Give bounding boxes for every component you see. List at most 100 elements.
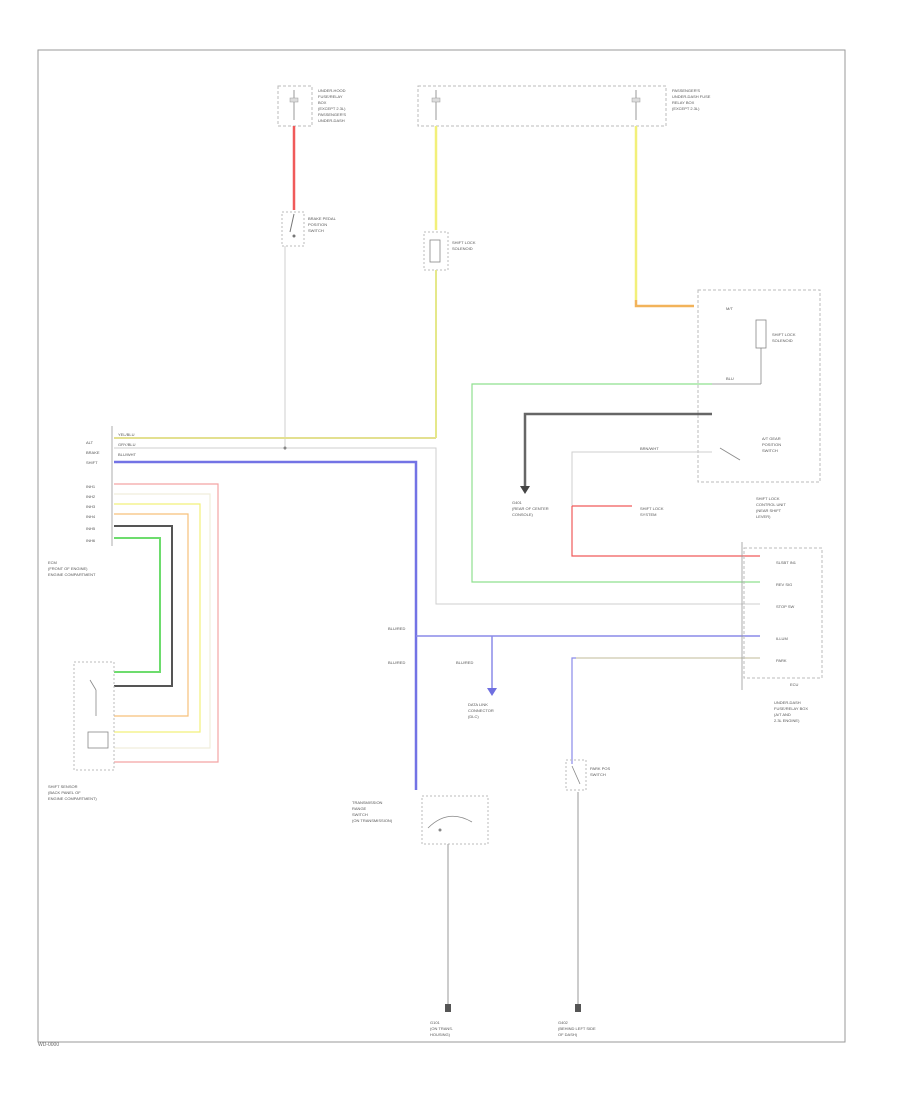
ecu-connector-right (743, 547, 823, 679)
svg-text:OF DASH): OF DASH) (558, 1032, 578, 1037)
svg-text:TRANSMISSION: TRANSMISSION (352, 800, 383, 805)
svg-text:INH4: INH4 (86, 514, 96, 519)
fuse-box-center: PASSENGER'S UNDER-DASH FUSE RELAY BOX (E… (417, 85, 711, 127)
fuse-box-left: UNDER-HOOD FUSE/RELAY BOX (EXCEPT 2.3L) … (277, 85, 346, 127)
svg-text:PARK: PARK (776, 658, 787, 663)
svg-text:(FRONT OF ENGINE): (FRONT OF ENGINE) (48, 566, 88, 571)
svg-text:M/T: M/T (726, 306, 733, 311)
svg-text:SHIFT LOCK: SHIFT LOCK (756, 496, 780, 501)
brake-switch: BRAKE PEDAL POSITION SWITCH (281, 211, 337, 247)
svg-text:(A/T AND: (A/T AND (774, 712, 791, 717)
svg-text:BLU/RED: BLU/RED (456, 660, 473, 665)
svg-text:SYSTEM: SYSTEM (640, 512, 656, 517)
svg-text:BRAKE: BRAKE (86, 450, 100, 455)
svg-text:(REAR OF CENTER: (REAR OF CENTER (512, 506, 549, 511)
svg-text:SWITCH: SWITCH (762, 448, 778, 453)
svg-text:ECM: ECM (48, 560, 57, 565)
wire-green-sensor (114, 537, 161, 673)
svg-text:SOLENOID: SOLENOID (452, 246, 473, 251)
svg-text:SHIFT LOCK: SHIFT LOCK (772, 332, 796, 337)
svg-text:DATA LINK: DATA LINK (468, 702, 488, 707)
svg-text:CONNECTOR: CONNECTOR (468, 708, 494, 713)
svg-text:ENGINE COMPARTMENT: ENGINE COMPARTMENT (48, 572, 96, 577)
svg-text:(ON TRANSMISSION): (ON TRANSMISSION) (352, 818, 393, 823)
svg-text:(EXCEPT 2.3L): (EXCEPT 2.3L) (318, 106, 346, 111)
wire-pink-sensor (114, 483, 219, 763)
relay-box-right: M/T SHIFT LOCK SOLENOID BLU A/T GEAR POS… (697, 289, 821, 519)
svg-text:UNDER-HOOD: UNDER-HOOD (318, 88, 346, 93)
svg-text:SOLENOID: SOLENOID (772, 338, 793, 343)
svg-text:POSITION: POSITION (308, 222, 327, 227)
parking-switch: PARK POS SWITCH (565, 759, 610, 791)
svg-text:SHIFT SENSOR: SHIFT SENSOR (48, 784, 78, 789)
svg-text:SHIFT LOCK: SHIFT LOCK (640, 506, 664, 511)
wire-blue-ecm (114, 460, 418, 790)
svg-text:PASSENGER'S: PASSENGER'S (318, 112, 346, 117)
svg-text:A/T GEAR: A/T GEAR (762, 436, 781, 441)
svg-text:LEVER): LEVER) (756, 514, 771, 519)
svg-text:INH3: INH3 (86, 504, 96, 509)
svg-text:CONSOLE): CONSOLE) (512, 512, 534, 517)
wire-black-sensor (114, 525, 173, 687)
transmission-range-switch: TRANSMISSION RANGE SWITCH (ON TRANSMISSI… (352, 795, 489, 845)
svg-text:STOP SW: STOP SW (776, 604, 795, 609)
svg-text:(DLC): (DLC) (468, 714, 479, 719)
svg-text:UNDER-DASH FUSE: UNDER-DASH FUSE (672, 94, 711, 99)
svg-text:ECU: ECU (790, 682, 799, 687)
footer-id: WD-0000 (38, 1042, 60, 1048)
wire-gray-ecm (114, 447, 760, 605)
svg-text:BLU: BLU (726, 376, 734, 381)
diagram-frame (37, 49, 846, 1043)
wire-gray-switch (571, 451, 712, 506)
svg-text:BLU/RED: BLU/RED (388, 626, 405, 631)
svg-text:INH6: INH6 (86, 538, 96, 543)
svg-text:REV SIG: REV SIG (776, 582, 792, 587)
svg-text:(BACK PANEL OF: (BACK PANEL OF (48, 790, 81, 795)
svg-text:BRAKE PEDAL: BRAKE PEDAL (308, 216, 337, 221)
svg-text:BLU/RED: BLU/RED (388, 660, 405, 665)
svg-text:G401: G401 (512, 500, 523, 505)
svg-text:SWITCH: SWITCH (308, 228, 324, 233)
svg-text:(BEHIND LEFT SIDE: (BEHIND LEFT SIDE (558, 1026, 596, 1031)
svg-text:INH5: INH5 (86, 526, 96, 531)
wire-blue-right (571, 657, 760, 764)
svg-text:BLU/WHT: BLU/WHT (118, 452, 137, 457)
svg-text:BOX: BOX (318, 100, 327, 105)
svg-text:CONTROL UNIT: CONTROL UNIT (756, 502, 786, 507)
svg-text:INH1: INH1 (86, 484, 96, 489)
svg-text:ILLUM: ILLUM (776, 636, 788, 641)
svg-text:G101: G101 (430, 1020, 441, 1025)
svg-text:PASSENGER'S: PASSENGER'S (672, 88, 700, 93)
svg-text:BRN/WHT: BRN/WHT (640, 446, 659, 451)
wire-red-right (571, 506, 760, 557)
sensor-box: SHIFT SENSOR (BACK PANEL OF ENGINE COMPA… (48, 661, 115, 801)
svg-text:PARK POS: PARK POS (590, 766, 610, 771)
svg-text:SWITCH: SWITCH (590, 772, 606, 777)
svg-text:ALT: ALT (86, 440, 94, 445)
wire-black-ground (523, 412, 712, 488)
svg-text:HOUSING): HOUSING) (430, 1032, 451, 1037)
svg-text:SHIFT: SHIFT (86, 460, 98, 465)
svg-text:FUSE/RELAY: FUSE/RELAY (318, 94, 343, 99)
svg-text:RANGE: RANGE (352, 806, 367, 811)
svg-text:POSITION: POSITION (762, 442, 781, 447)
svg-text:(ON TRANS.: (ON TRANS. (430, 1026, 453, 1031)
wire-orange-relay (634, 300, 694, 308)
shift-lock-solenoid: SHIFT LOCK SOLENOID (423, 231, 476, 271)
svg-text:YEL/BLU: YEL/BLU (118, 432, 135, 437)
svg-text:ENGINE COMPARTMENT): ENGINE COMPARTMENT) (48, 796, 97, 801)
svg-text:(NEAR SHIFT: (NEAR SHIFT (756, 508, 782, 513)
svg-text:SLSBT IN1: SLSBT IN1 (776, 560, 797, 565)
wire-green-relay (471, 383, 760, 583)
svg-text:G402: G402 (558, 1020, 569, 1025)
svg-text:UNDER-DASH: UNDER-DASH (318, 118, 345, 123)
svg-text:FUSE/RELAY BOX: FUSE/RELAY BOX (774, 706, 808, 711)
svg-text:SWITCH: SWITCH (352, 812, 368, 817)
svg-text:2.3L ENGINE): 2.3L ENGINE) (774, 718, 800, 723)
svg-text:INH2: INH2 (86, 494, 96, 499)
svg-text:RELAY BOX: RELAY BOX (672, 100, 695, 105)
svg-text:UNDER-DASH: UNDER-DASH (774, 700, 801, 705)
svg-text:(EXCEPT 2.3L): (EXCEPT 2.3L) (672, 106, 700, 111)
